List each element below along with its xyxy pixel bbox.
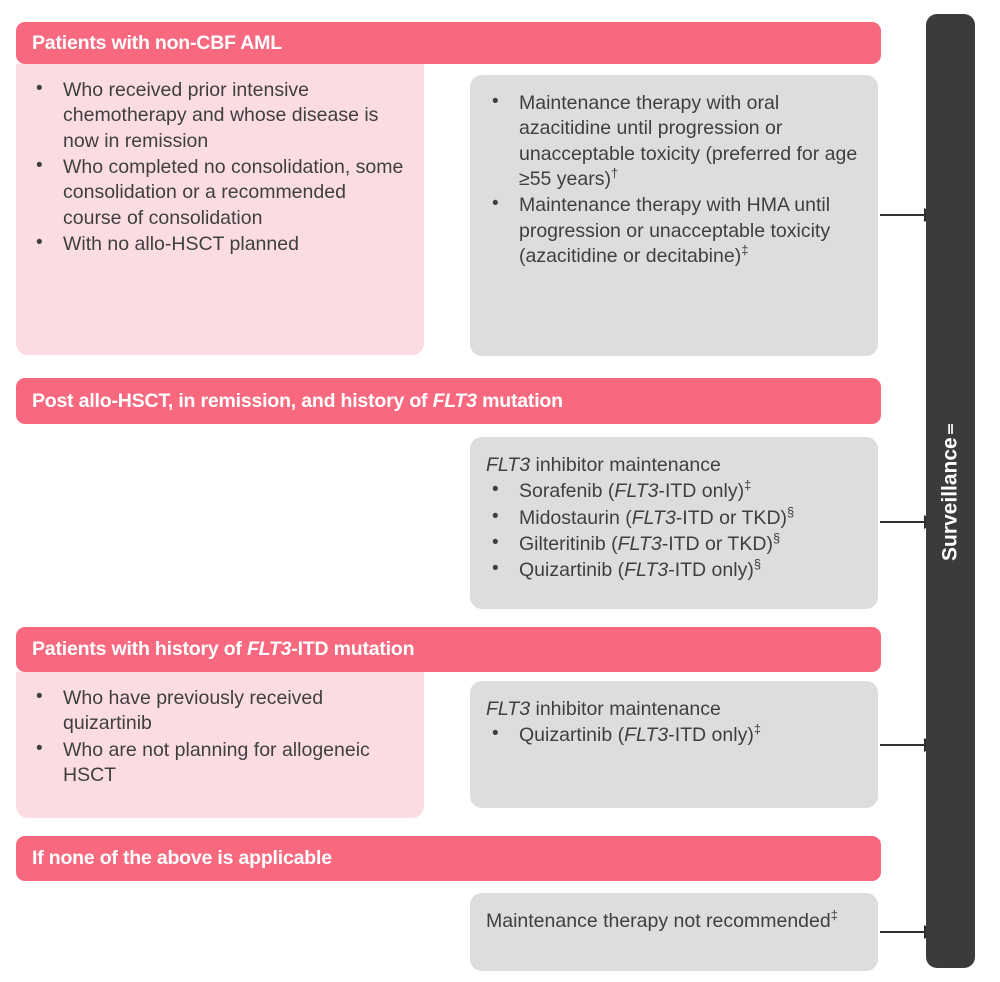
surveillance-label-text: Surveillance	[938, 437, 962, 561]
list-item: Maintenance therapy with oral azacitidin…	[486, 90, 860, 192]
header-text-part: Patients with history of	[32, 638, 247, 660]
footnote-marker: ‡	[753, 721, 761, 737]
lead-text: inhibitor maintenance	[530, 454, 721, 476]
criteria-list: Who have previously received quizartinib…	[30, 685, 406, 789]
header-text-part: -ITD mutation	[291, 638, 415, 660]
qualifier-text: -ITD or TKD	[675, 506, 781, 529]
footnote-marker: §	[772, 530, 781, 546]
list-item: Who completed no consolidation, some con…	[30, 154, 406, 231]
recommendation-panel-non-cbf-aml: Maintenance therapy with oral azacitidin…	[470, 75, 878, 356]
footnote-marker: †	[611, 165, 619, 181]
drug-name: Quizartinib	[519, 724, 613, 747]
list-item: Quizartinib (FLT3-ITD only)‡	[486, 721, 860, 748]
list-item-text: Maintenance therapy with HMA until progr…	[519, 194, 831, 268]
section-header-none-applicable: If none of the above is applicable	[16, 836, 881, 881]
gene-name: FLT3	[432, 389, 478, 412]
drug-name: Gilteritinib	[519, 533, 606, 556]
recommendation-list: Quizartinib (FLT3-ITD only)‡	[486, 721, 860, 748]
drug-name: Quizartinib	[519, 559, 613, 582]
section-header-post-allo-hsct-flt3: Post allo-HSCT, in remission, and histor…	[16, 378, 881, 424]
section-header-non-cbf-aml: Patients with non-CBF AML	[16, 22, 881, 64]
list-item: Who received prior intensive chemotherap…	[30, 77, 406, 154]
recommendation-panel-flt3-itd-history: FLT3 inhibitor maintenance Quizartinib (…	[470, 681, 878, 808]
recommendation-lead: FLT3 inhibitor maintenance	[486, 697, 860, 722]
surveillance-bar: Surveillance‖	[926, 14, 975, 968]
gene-name: FLT3	[624, 724, 669, 747]
list-item: Gilteritinib (FLT3-ITD or TKD)§	[486, 530, 860, 557]
qualifier-text: -ITD only	[668, 724, 748, 747]
criteria-panel-non-cbf-aml: Who received prior intensive chemotherap…	[16, 64, 424, 355]
qualifier-text: -ITD only	[658, 480, 738, 503]
recommendation-panel-none-applicable: Maintenance therapy not recommended‡	[470, 893, 878, 971]
list-item: Who are not planning for allogeneic HSCT	[30, 737, 406, 789]
arrow-shaft	[880, 214, 925, 216]
list-item: Maintenance therapy with HMA until progr…	[486, 192, 860, 269]
section-header-label: Patients with history of FLT3-ITD mutati…	[32, 638, 415, 661]
section-header-flt3-itd-history: Patients with history of FLT3-ITD mutati…	[16, 627, 881, 672]
footnote-marker: §	[753, 556, 761, 572]
recommendation-list: Maintenance therapy with oral azacitidin…	[486, 90, 860, 269]
footnote-marker: ‡	[741, 242, 749, 258]
list-item-text: Maintenance therapy with oral azacitidin…	[519, 92, 858, 191]
list-item: With no allo-HSCT planned	[30, 231, 406, 257]
gene-name: FLT3	[617, 533, 662, 556]
arrow-shaft	[880, 931, 925, 933]
criteria-list: Who received prior intensive chemotherap…	[30, 77, 406, 257]
list-item: Who have previously received quizartinib	[30, 685, 406, 737]
drug-name: Midostaurin	[519, 506, 620, 529]
arrow-shaft	[880, 521, 925, 523]
header-text-part: Post allo-HSCT, in remission, and histor…	[32, 389, 433, 412]
gene-name: FLT3	[486, 454, 531, 476]
gene-name: FLT3	[246, 638, 292, 660]
lead-text: inhibitor maintenance	[530, 698, 721, 720]
footnote-marker: ‡	[830, 907, 838, 923]
criteria-panel-flt3-itd-history: Who have previously received quizartinib…	[16, 672, 424, 818]
gene-name: FLT3	[486, 698, 531, 720]
arrow-shaft	[880, 744, 925, 746]
gene-name: FLT3	[614, 480, 659, 503]
section-header-label: Post allo-HSCT, in remission, and histor…	[32, 390, 563, 413]
list-item: Sorafenib (FLT3-ITD only)‡	[486, 477, 860, 504]
qualifier-text: -ITD or TKD	[661, 533, 767, 556]
surveillance-label: Surveillance‖	[938, 421, 962, 561]
gene-name: FLT3	[624, 559, 669, 582]
recommendation-text: Maintenance therapy not recommended‡	[486, 909, 860, 934]
list-item: Quizartinib (FLT3-ITD only)§	[486, 556, 860, 583]
recommendation-text-label: Maintenance therapy not recommended	[486, 910, 831, 932]
recommendation-panel-post-allo-hsct-flt3: FLT3 inhibitor maintenance Sorafenib (FL…	[470, 437, 878, 609]
header-text-part: mutation	[476, 389, 563, 412]
list-item: Midostaurin (FLT3-ITD or TKD)§	[486, 504, 860, 531]
qualifier-text: -ITD only	[668, 559, 748, 582]
footnote-marker: §	[787, 504, 795, 520]
gene-name: FLT3	[631, 506, 676, 529]
footnote-marker: ‡	[744, 477, 752, 493]
section-header-label: If none of the above is applicable	[32, 847, 332, 869]
recommendation-lead: FLT3 inhibitor maintenance	[486, 453, 860, 478]
recommendation-list: Sorafenib (FLT3-ITD only)‡ Midostaurin (…	[486, 477, 860, 583]
drug-name: Sorafenib	[519, 480, 603, 503]
section-header-label: Patients with non-CBF AML	[32, 31, 282, 54]
